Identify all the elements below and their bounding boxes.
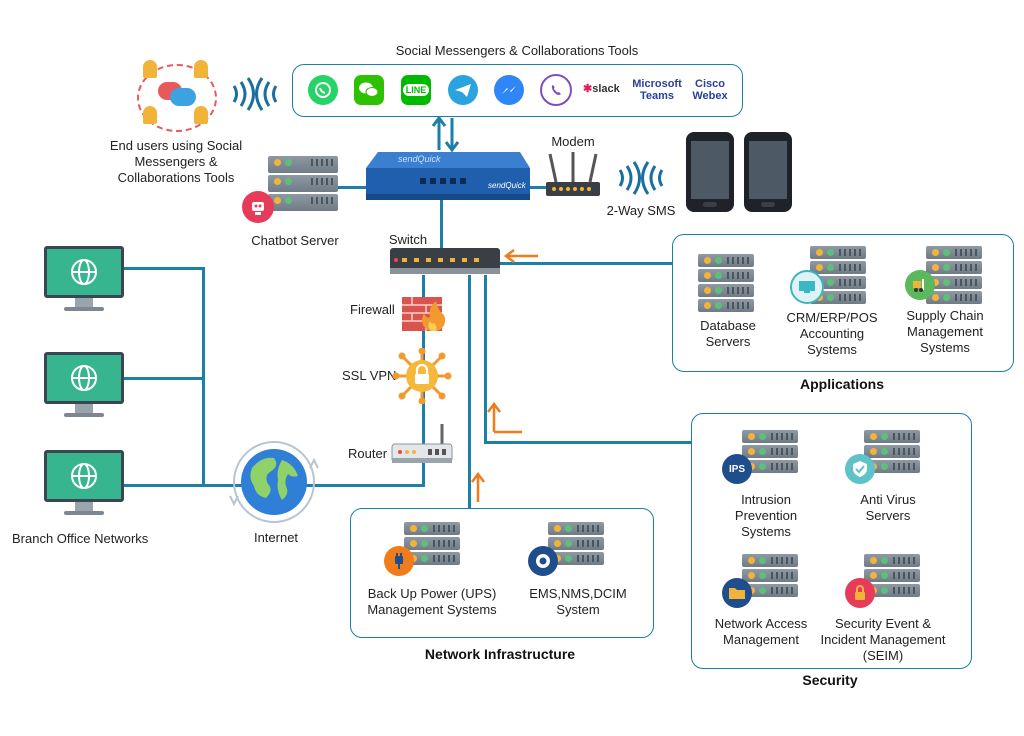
robot-icon (242, 191, 274, 223)
user-icon (143, 60, 157, 78)
whatsapp-icon (308, 75, 338, 105)
switch-label: Switch (388, 232, 428, 247)
slack-logo: ✱slack (583, 83, 620, 95)
chatbot-server-label: Chatbot Server (251, 233, 339, 248)
supply-chain-server-icon (926, 246, 982, 306)
globe-icon (71, 463, 97, 489)
wechat-icon (354, 75, 384, 105)
ips-server-icon (742, 430, 798, 475)
branch-computer-icon (44, 450, 124, 515)
sendquick-brand-front: sendQuick (488, 181, 526, 190)
connector-line (484, 441, 692, 444)
sendquick-brand: sendQuick (398, 154, 441, 164)
globe-icon (71, 365, 97, 391)
app-label-supply-chain: Supply Chain Management Systems (906, 308, 984, 355)
connector-line (440, 200, 443, 250)
connector-line (520, 186, 548, 189)
internet-label: Internet (253, 530, 299, 545)
ups-server-icon (404, 522, 460, 567)
phone-icon (744, 132, 792, 212)
sms-signal-icon (618, 161, 664, 195)
network-label-ups: Back Up Power (UPS) Management Systems (367, 586, 497, 617)
viber-icon (540, 74, 572, 106)
wireless-signal-icon (232, 77, 278, 111)
applications-title: Applications (799, 376, 884, 392)
connector-line (500, 262, 672, 265)
chatbot-server-icon (268, 156, 338, 213)
switch-icon (390, 248, 500, 274)
branch-computer-icon (44, 246, 124, 311)
siem-server-icon (864, 554, 920, 599)
forklift-icon (905, 270, 935, 300)
cisco-webex-logo: Cisco Webex (692, 78, 728, 102)
connector-line (124, 377, 204, 380)
security-label-ips: Intrusion Prevention Systems (734, 492, 798, 539)
microsoft-teams-logo: Microsoft Teams (632, 78, 682, 102)
branch-computer-icon (44, 352, 124, 417)
shield-icon (845, 454, 875, 484)
connector-line (202, 267, 205, 487)
power-plug-icon (384, 546, 414, 576)
security-label-siem: Security Event & Incident Management (SE… (820, 616, 946, 663)
slack-icon: ✱ (583, 83, 593, 95)
line-icon: LINE (401, 75, 431, 105)
phone-icon (686, 132, 734, 212)
ssl-vpn-label: SSL VPN (342, 368, 397, 383)
end-users-ring (137, 64, 217, 132)
branch-label: Branch Office Networks (12, 531, 149, 546)
ssl-vpn-icon (392, 348, 452, 404)
globe-icon (71, 259, 97, 285)
folder-icon (722, 578, 752, 608)
app-label-crm: CRM/ERP/POS Accounting Systems (786, 310, 878, 357)
network-label-ems: EMS,NMS,DCIM System (529, 586, 627, 617)
app-label-database: Database Servers (700, 318, 756, 349)
modem-icon (546, 152, 600, 196)
sms-label: 2-Way SMS (606, 203, 676, 218)
modem-label: Modem (551, 134, 595, 149)
camera-icon (528, 546, 558, 576)
firewall-label: Firewall (350, 302, 395, 317)
router-icon (391, 424, 453, 463)
connector-line (468, 275, 471, 513)
connector-line (484, 275, 487, 443)
security-label-antivirus: Anti Virus Servers (860, 492, 916, 523)
messenger-icon (494, 75, 524, 105)
chat-bubble-icon (170, 88, 196, 106)
database-server-icon (698, 254, 754, 314)
pos-terminal-icon (790, 270, 824, 304)
nac-server-icon (742, 554, 798, 599)
security-title: Security (802, 672, 858, 688)
sendquick-appliance (366, 152, 530, 200)
user-icon (194, 60, 208, 78)
messengers-title: Social Messengers & Collaborations Tools (395, 43, 639, 58)
user-icon (143, 106, 157, 124)
end-users-label: End users using Social Messengers & Coll… (109, 138, 243, 185)
connector-line (338, 186, 368, 189)
firewall-icon (402, 297, 446, 331)
router-label: Router (348, 446, 388, 461)
lock-icon (845, 578, 875, 608)
internet-globe-icon (229, 441, 319, 523)
connector-line (124, 267, 204, 270)
user-icon (194, 106, 208, 124)
telegram-icon (448, 75, 478, 105)
network-infrastructure-title: Network Infrastructure (424, 646, 576, 662)
antivirus-server-icon (864, 430, 920, 475)
security-label-nac: Network Access Management (714, 616, 808, 647)
ips-badge-icon: IPS (722, 454, 752, 484)
crm-server-icon (810, 246, 866, 306)
